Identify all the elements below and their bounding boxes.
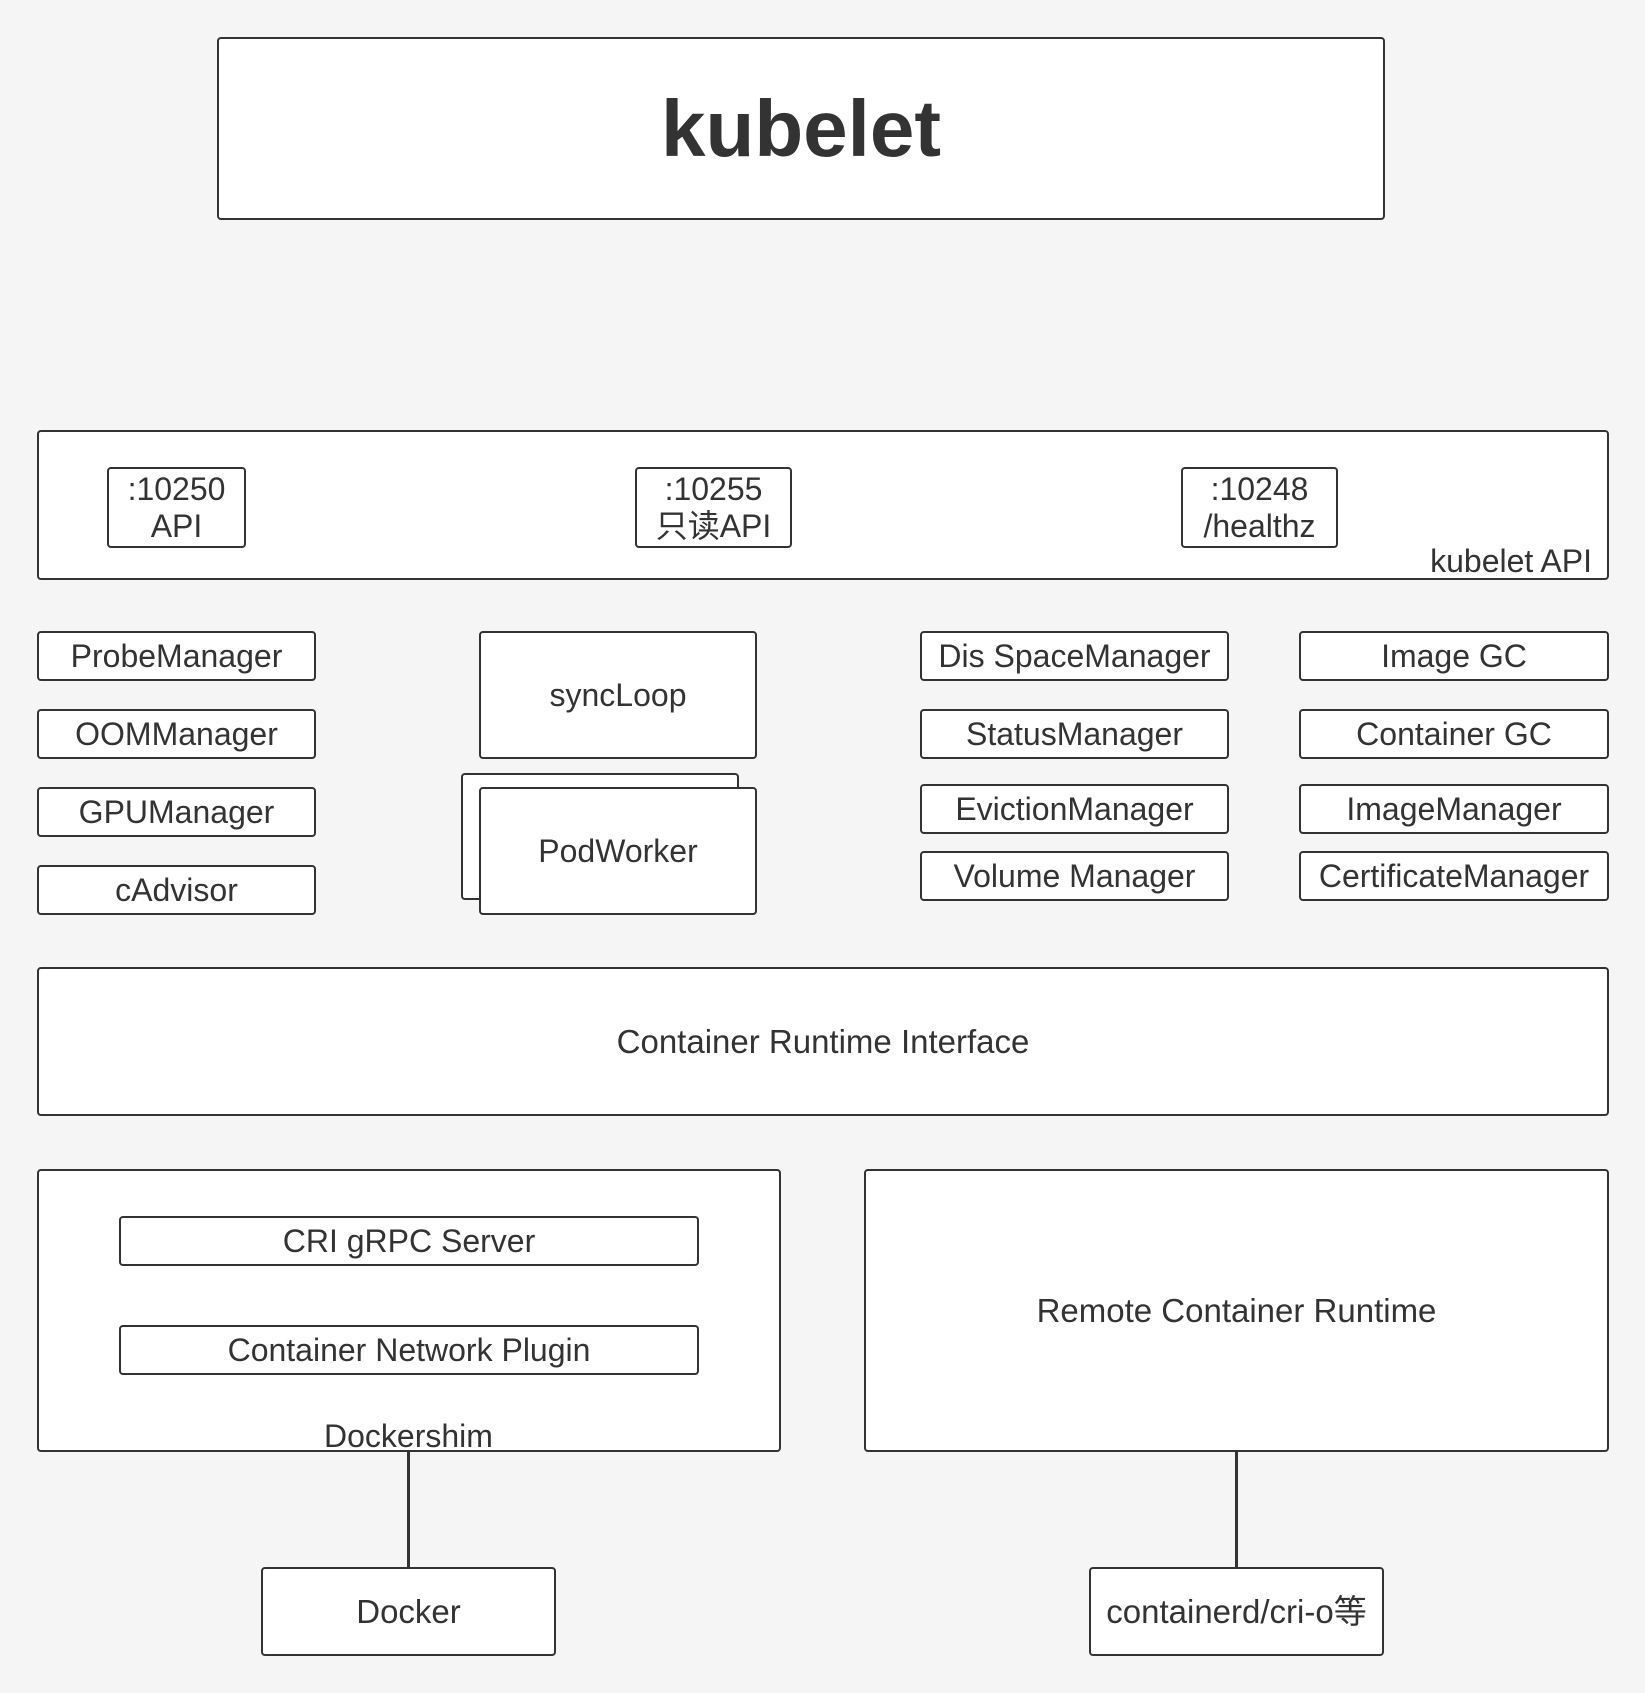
disk-space-manager-box: Dis SpaceManager — [920, 631, 1229, 681]
kubelet-title-box: kubelet — [217, 37, 1385, 220]
volume-manager-box: Volume Manager — [920, 851, 1229, 901]
containerd-box: containerd/cri-o等 — [1089, 1567, 1384, 1656]
docker-box: Docker — [261, 1567, 556, 1656]
remote-containerd-connector — [1235, 1452, 1238, 1568]
port-10250-number: :10250 — [127, 470, 226, 507]
probe-manager-label: ProbeManager — [70, 637, 283, 674]
remote-runtime-box: Remote Container Runtime — [864, 1169, 1609, 1452]
image-gc-label: Image GC — [1381, 637, 1527, 674]
port-10255-number: :10255 — [664, 470, 763, 507]
status-manager-box: StatusManager — [920, 709, 1229, 759]
port-10250-box: :10250 API — [107, 467, 246, 548]
port-10248-desc: /healthz — [1203, 507, 1316, 544]
certificate-manager-box: CertificateManager — [1299, 851, 1609, 901]
image-manager-box: ImageManager — [1299, 784, 1609, 834]
containerd-label: containerd/cri-o等 — [1106, 1592, 1367, 1630]
container-network-plugin-label: Container Network Plugin — [227, 1331, 591, 1368]
gpu-manager-box: GPUManager — [37, 787, 316, 837]
sync-loop-box: syncLoop — [479, 631, 757, 759]
cadvisor-box: cAdvisor — [37, 865, 316, 915]
image-gc-box: Image GC — [1299, 631, 1609, 681]
image-manager-label: ImageManager — [1346, 790, 1562, 827]
disk-space-manager-label: Dis SpaceManager — [938, 637, 1211, 674]
volume-manager-label: Volume Manager — [953, 857, 1196, 894]
dockershim-docker-connector — [407, 1452, 410, 1568]
kubelet-title: kubelet — [660, 83, 942, 173]
docker-label: Docker — [356, 1592, 461, 1630]
probe-manager-box: ProbeManager — [37, 631, 316, 681]
cri-grpc-server-label: CRI gRPC Server — [282, 1222, 536, 1259]
cri-grpc-server-box: CRI gRPC Server — [119, 1216, 699, 1266]
sync-loop-label: syncLoop — [549, 676, 687, 713]
eviction-manager-label: EvictionManager — [955, 790, 1194, 827]
status-manager-label: StatusManager — [965, 715, 1183, 752]
kubelet-api-label: kubelet API — [1430, 543, 1592, 579]
remote-runtime-label: Remote Container Runtime — [1036, 1291, 1437, 1329]
cadvisor-label: cAdvisor — [115, 871, 238, 908]
kubelet-api-container — [37, 430, 1609, 580]
port-10255-box: :10255 只读API — [635, 467, 792, 548]
oom-manager-box: OOMManager — [37, 709, 316, 759]
port-10250-desc: API — [150, 507, 203, 544]
container-gc-label: Container GC — [1356, 715, 1552, 752]
port-10248-box: :10248 /healthz — [1181, 467, 1338, 548]
gpu-manager-label: GPUManager — [78, 793, 275, 830]
certificate-manager-label: CertificateManager — [1318, 857, 1590, 894]
cri-box: Container Runtime Interface — [37, 967, 1609, 1116]
cri-label: Container Runtime Interface — [616, 1022, 1030, 1060]
dockershim-label: Dockershim — [324, 1418, 493, 1454]
pod-worker-box: PodWorker — [479, 787, 757, 915]
port-10248-number: :10248 — [1210, 470, 1309, 507]
port-10255-desc: 只读API — [655, 507, 772, 544]
eviction-manager-box: EvictionManager — [920, 784, 1229, 834]
dockershim-box — [37, 1169, 781, 1452]
container-network-plugin-box: Container Network Plugin — [119, 1325, 699, 1375]
container-gc-box: Container GC — [1299, 709, 1609, 759]
oom-manager-label: OOMManager — [75, 715, 278, 752]
pod-worker-label: PodWorker — [538, 832, 698, 869]
